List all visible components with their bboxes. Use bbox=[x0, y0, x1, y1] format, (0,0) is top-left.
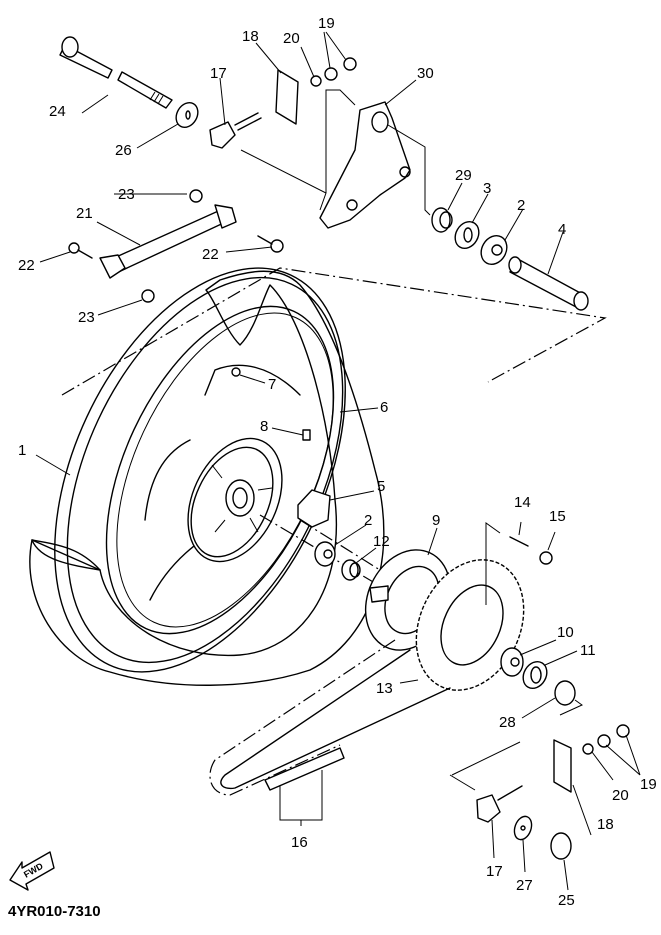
callout-23: 23 bbox=[118, 186, 135, 203]
assembly-line bbox=[387, 124, 431, 216]
plate-lower bbox=[553, 739, 572, 793]
callout-22: 22 bbox=[202, 246, 219, 263]
bolt-left bbox=[68, 242, 93, 259]
callout-27: 27 bbox=[516, 877, 533, 894]
axle-nut bbox=[550, 832, 572, 860]
callout-9: 9 bbox=[432, 512, 440, 529]
tension-bar bbox=[99, 204, 237, 279]
callout-17: 17 bbox=[486, 863, 503, 880]
washer-lower-small bbox=[582, 743, 594, 755]
callout-5: 5 bbox=[377, 478, 385, 495]
assembly-line bbox=[449, 741, 521, 791]
callout-30: 30 bbox=[417, 65, 434, 82]
drive-chain bbox=[209, 639, 451, 826]
bolt-right bbox=[257, 235, 284, 253]
sprocket bbox=[415, 559, 525, 691]
adjuster-upper bbox=[209, 112, 262, 149]
bearing-upper bbox=[480, 234, 508, 266]
nut-upper bbox=[324, 57, 357, 81]
caliper-bracket bbox=[319, 101, 411, 229]
oil-seal bbox=[454, 220, 480, 250]
callout-13: 13 bbox=[376, 680, 393, 697]
axle-collar bbox=[508, 256, 589, 311]
nut-lower bbox=[597, 724, 630, 748]
oil-seal-sprocket bbox=[522, 660, 548, 690]
assembly-line bbox=[299, 519, 381, 571]
washer-upper bbox=[310, 75, 322, 87]
callout-4: 4 bbox=[558, 221, 566, 238]
assembly-line bbox=[61, 267, 607, 396]
assembly-line bbox=[559, 699, 583, 716]
balance-weight bbox=[302, 429, 311, 441]
callout-3: 3 bbox=[483, 180, 491, 197]
nut-bottom bbox=[141, 289, 155, 303]
nut bbox=[539, 551, 553, 565]
callout-18: 18 bbox=[597, 816, 614, 833]
callout-2: 2 bbox=[517, 197, 525, 214]
spacer bbox=[341, 559, 361, 581]
callout-14: 14 bbox=[514, 494, 531, 511]
callout-11: 11 bbox=[580, 642, 596, 659]
leader-lines bbox=[35, 31, 641, 891]
nut-top bbox=[189, 189, 203, 203]
callout-20: 20 bbox=[283, 30, 300, 47]
damper bbox=[297, 489, 331, 528]
forward-arrow-icon: FWD bbox=[9, 851, 55, 891]
callout-labels: 1 2 2 3 4 5 6 7 8 9 10 11 12 13 14 15 16… bbox=[18, 15, 657, 909]
callout-29: 29 bbox=[455, 167, 472, 184]
assembly-line bbox=[240, 149, 327, 211]
valve bbox=[231, 367, 241, 377]
callout-7: 7 bbox=[268, 376, 276, 393]
callout-22: 22 bbox=[18, 257, 35, 274]
callout-18: 18 bbox=[242, 28, 259, 45]
callout-23: 23 bbox=[78, 309, 95, 326]
collar-caliper bbox=[431, 207, 453, 233]
wheel-axle bbox=[59, 36, 173, 109]
callout-10: 10 bbox=[557, 624, 574, 641]
assembly-line bbox=[325, 89, 356, 193]
callout-19: 19 bbox=[640, 776, 657, 793]
callout-25: 25 bbox=[558, 892, 575, 909]
callout-1: 1 bbox=[18, 442, 26, 459]
washer bbox=[175, 101, 199, 129]
bearing-sprocket bbox=[500, 647, 524, 677]
callout-16: 16 bbox=[291, 834, 308, 851]
collar bbox=[554, 680, 576, 706]
callout-15: 15 bbox=[549, 508, 566, 525]
diagram-code: 4YR010-7310 bbox=[8, 903, 101, 920]
callout-28: 28 bbox=[499, 714, 516, 731]
plate-upper bbox=[275, 69, 299, 125]
bearing-hub bbox=[314, 541, 336, 567]
callout-21: 21 bbox=[76, 205, 93, 222]
callout-19: 19 bbox=[318, 15, 335, 32]
callout-12: 12 bbox=[373, 533, 390, 550]
stud-bolt bbox=[509, 536, 529, 547]
callout-20: 20 bbox=[612, 787, 629, 804]
assembly-line bbox=[485, 522, 501, 605]
tire bbox=[29, 270, 385, 686]
callout-17: 17 bbox=[210, 65, 227, 82]
callout-6: 6 bbox=[380, 399, 388, 416]
callout-24: 24 bbox=[49, 103, 66, 120]
washer-lower bbox=[513, 815, 533, 841]
callout-8: 8 bbox=[260, 418, 268, 435]
callout-2: 2 bbox=[364, 512, 372, 529]
callout-26: 26 bbox=[115, 142, 132, 159]
adjuster-lower bbox=[476, 785, 523, 823]
